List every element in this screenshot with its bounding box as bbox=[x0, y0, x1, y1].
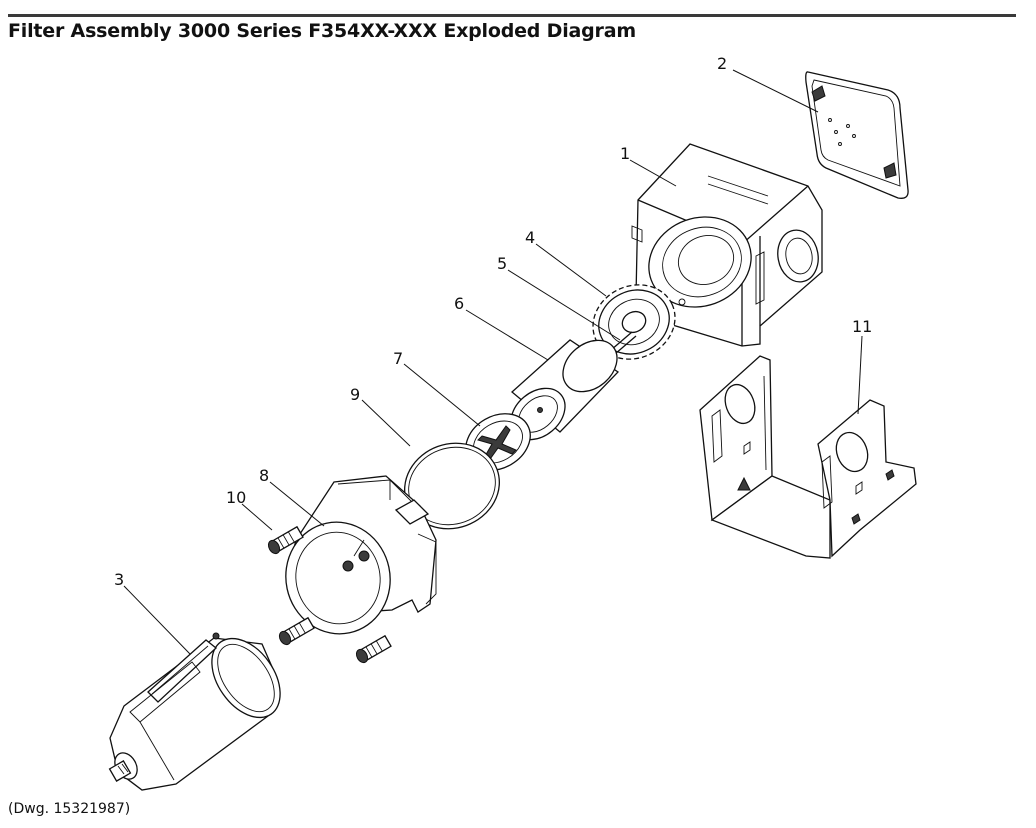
callout-4: 4 bbox=[525, 228, 535, 247]
callout-1: 1 bbox=[620, 144, 630, 163]
callout-3: 3 bbox=[114, 570, 124, 589]
page-title: Filter Assembly 3000 Series F354XX-XXX E… bbox=[8, 20, 636, 42]
callout-2: 2 bbox=[717, 54, 727, 73]
callout-11: 11 bbox=[852, 317, 872, 336]
callout-6: 6 bbox=[454, 294, 464, 313]
callout-8: 8 bbox=[259, 466, 269, 485]
callout-5: 5 bbox=[497, 254, 507, 273]
callout-10: 10 bbox=[226, 488, 246, 507]
bowl-drawing bbox=[108, 632, 281, 791]
screws-drawing bbox=[267, 525, 392, 664]
callout-9: 9 bbox=[350, 385, 360, 404]
cover-plate-drawing bbox=[805, 71, 909, 199]
callout-7: 7 bbox=[393, 349, 403, 368]
callout-labels: 1 2 3 4 5 6 7 9 8 10 11 bbox=[114, 54, 872, 589]
mounting-bracket-drawing bbox=[699, 355, 917, 559]
header-rule bbox=[8, 14, 1016, 17]
bowl-adapter-drawing bbox=[285, 475, 437, 635]
leader-lines bbox=[123, 69, 863, 655]
drawing-reference: (Dwg. 15321987) bbox=[8, 801, 131, 817]
